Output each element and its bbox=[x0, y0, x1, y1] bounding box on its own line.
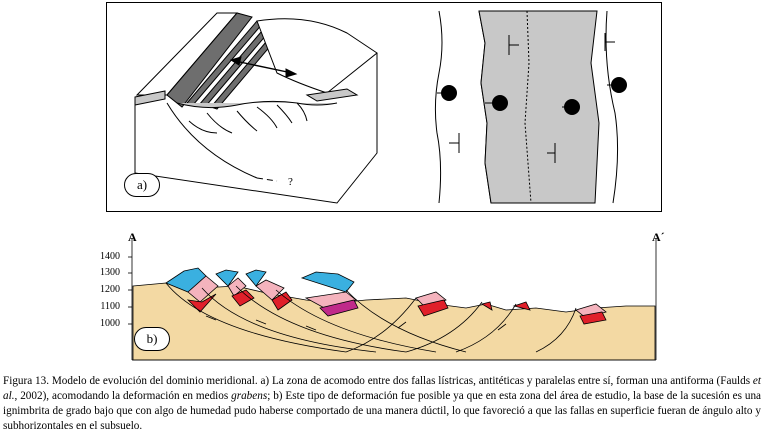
fault-block-model bbox=[134, 12, 378, 204]
elevation-tick: 1000 bbox=[100, 318, 120, 329]
map-dot bbox=[611, 77, 627, 93]
cross-section-drawing bbox=[128, 238, 657, 361]
map-dot bbox=[492, 95, 508, 111]
map-dot bbox=[564, 99, 580, 115]
panel-b-label: b) bbox=[134, 327, 170, 351]
section-start-label: A bbox=[128, 230, 137, 244]
figure-panel-a: ? a) bbox=[106, 2, 662, 212]
block-diagram: ? bbox=[134, 10, 627, 204]
caption-prefix: Figura 13. Modelo de evolución del domin… bbox=[3, 375, 753, 387]
elevation-tick: 1400 bbox=[100, 251, 120, 262]
section-end-label: A´ bbox=[652, 230, 665, 244]
map-dot bbox=[441, 85, 457, 101]
figure-caption: Figura 13. Modelo de evolución del domin… bbox=[3, 374, 761, 434]
panel-a-label: a) bbox=[124, 173, 160, 197]
caption-middle: , 2002), acomodando la deformación en me… bbox=[14, 390, 232, 402]
elevation-tick: 1100 bbox=[100, 301, 120, 312]
elevation-tick: 1200 bbox=[100, 284, 120, 295]
elevation-tick: 1300 bbox=[100, 267, 120, 278]
caption-etal: et al. bbox=[3, 375, 761, 402]
cross-section: b) bbox=[106, 228, 662, 364]
caption-suffix: ; b) Este tipo de deformación fue posibl… bbox=[3, 390, 761, 432]
map-view bbox=[434, 10, 619, 204]
question-mark-text: ? bbox=[288, 176, 293, 188]
caption-grabens: grabens bbox=[231, 390, 268, 402]
